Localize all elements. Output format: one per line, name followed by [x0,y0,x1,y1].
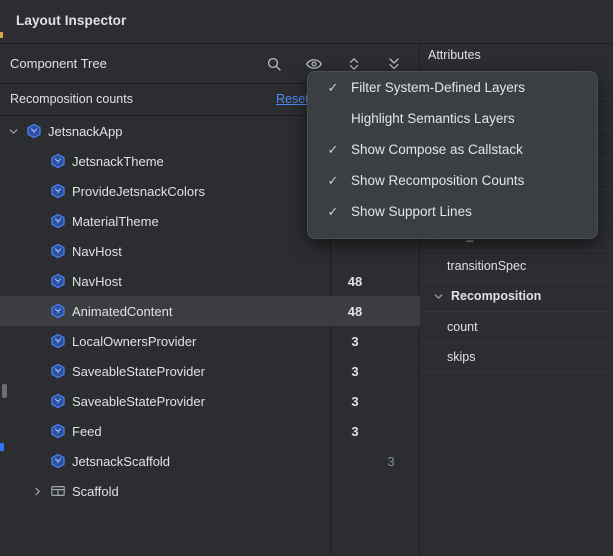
menu-item-label: Show Recomposition Counts [351,173,525,188]
edge-marker-1 [0,32,3,38]
tree-row[interactable]: JetsnackTheme [0,146,419,176]
tree-row[interactable]: Feed 3 [0,416,419,446]
tree-row[interactable]: AnimatedContent 48 [0,296,419,326]
attributes-header-label: Attributes [428,48,481,62]
recomposition-counts-bar: Recomposition counts Reset [0,84,419,116]
reset-link[interactable]: Reset [276,92,309,106]
chevron-down-icon[interactable] [6,124,20,138]
chevron-down-icon[interactable] [432,290,444,302]
tree-row-label: NavHost [72,273,122,289]
tree-row[interactable]: SaveableStateProvider 3 [0,356,419,386]
tree-row-count: 3 [351,423,359,439]
tree-row-label: JetsnackScaffold [72,453,171,469]
tree-row-label: JetsnackApp [48,123,123,139]
compose-icon [50,393,66,409]
compose-icon [50,243,66,259]
tree-row-label: MaterialTheme [72,213,159,229]
search-icon[interactable] [261,51,287,77]
tree-row[interactable]: ProvideJetsnackColors [0,176,419,206]
tree-row-label: AnimatedContent [72,303,173,319]
expand-collapse-icon[interactable] [341,51,367,77]
attribute-label: skips [447,350,476,365]
menu-item[interactable]: ✓ Filter System-Defined Layers [308,72,597,103]
tree-row-label: SaveableStateProvider [72,393,205,409]
compose-icon [50,183,66,199]
attribute-group-row[interactable]: Recomposition [420,282,613,312]
tree-row[interactable]: JetsnackApp [0,116,419,146]
attribute-row[interactable]: skips [420,343,613,373]
window-titlebar: Layout Inspector [0,0,613,44]
menu-item-label: Filter System-Defined Layers [351,80,526,95]
compose-icon [50,423,66,439]
tree-row[interactable]: Scaffold [0,476,419,506]
menu-item[interactable]: ✓ Show Support Lines [308,196,597,227]
tree-row[interactable]: JetsnackScaffold 3 [0,446,419,476]
attribute-row[interactable]: transitionSpec [420,251,613,282]
compose-icon [50,363,66,379]
tree-row-count: 3 [351,333,359,349]
compose-icon [50,153,66,169]
attribute-label: Recomposition [451,289,542,304]
layout-icon [50,483,66,499]
tree-row-count: 48 [347,303,363,319]
tree-row[interactable]: NavHost [0,236,419,266]
tree-scrollbar-thumb[interactable] [2,384,7,398]
checkmark-icon: ✓ [327,79,339,95]
menu-item-label: Show Compose as Callstack [351,142,523,157]
attribute-row[interactable]: count [420,312,613,343]
menu-item-label: Show Support Lines [351,204,472,219]
menu-item[interactable]: ✓ Show Compose as Callstack [308,134,597,165]
tree-gutter-marker [0,443,4,451]
tree-row-count: 3 [351,363,359,379]
checkmark-icon: ✓ [327,172,339,188]
compose-icon [50,333,66,349]
component-tree-toolbar-icons [261,51,407,77]
tree-row-label: SaveableStateProvider [72,363,205,379]
tree-row-skips: 3 [387,453,395,469]
menu-item[interactable]: ✓ Show Recomposition Counts [308,165,597,196]
tree-row-label: Feed [72,423,102,439]
tree-row-label: NavHost [72,243,122,259]
recomposition-counts-label: Recomposition counts [10,92,133,106]
compose-icon [50,303,66,319]
attributes-header: Attributes [420,44,613,68]
chevron-right-icon[interactable] [30,484,44,498]
menu-item-label: Highlight Semantics Layers [351,111,515,126]
tree-row[interactable]: NavHost 48 [0,266,419,296]
tree-row[interactable]: LocalOwnersProvider 3 [0,326,419,356]
tree-row-label: Scaffold [72,483,119,499]
tree-row-label: ProvideJetsnackColors [72,183,205,199]
count-column-divider [330,116,331,556]
component-tree-toolbar: Component Tree [0,44,419,84]
eye-icon[interactable] [301,51,327,77]
menu-item[interactable]: Highlight Semantics Layers [308,103,597,134]
tree-row[interactable]: MaterialTheme [0,206,419,236]
compose-icon [50,273,66,289]
tree-row-count: 3 [351,393,359,409]
tree-row-count: 48 [347,273,363,289]
compose-icon [50,453,66,469]
attribute-label: count [447,319,478,334]
tree-row-label: JetsnackTheme [72,153,164,169]
attribute-label: transitionSpec [447,258,527,273]
page-title: Layout Inspector [16,13,127,28]
compose-icon [50,213,66,229]
component-tree-header-label: Component Tree [10,56,107,71]
compose-icon [26,123,42,139]
tree-row-label: LocalOwnersProvider [72,333,197,349]
collapse-all-icon[interactable] [381,51,407,77]
checkmark-icon: ✓ [327,203,339,219]
checkmark-icon: ✓ [327,141,339,157]
tree-row[interactable]: SaveableStateProvider 3 [0,386,419,416]
